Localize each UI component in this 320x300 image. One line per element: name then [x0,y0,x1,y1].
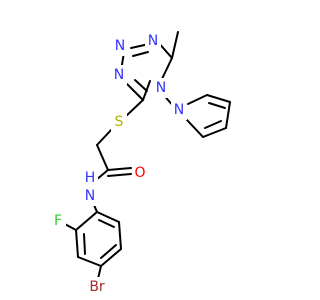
bond [96,211,120,223]
bond [171,31,179,59]
bond [96,128,113,146]
bond [100,248,122,267]
bond [107,173,132,177]
bond [83,233,86,255]
atom-label-n-triazole-1: N [148,33,158,49]
atom-label-n-triazole-3: N [114,67,124,83]
bond [100,244,117,259]
bond [204,120,222,129]
bond [75,211,98,231]
bond [160,57,173,82]
bond [107,167,132,171]
bond [75,229,79,258]
atom-label-n-pyrrole: N [174,102,184,118]
molecule-diagram: N N N N N S O H N F Br [50,31,231,297]
bond [187,94,208,105]
atom-label-n-triazole-2: N [115,38,125,54]
atom-label-f: F [54,213,62,229]
atom-label-n-amide: N [85,188,95,204]
bond [132,51,149,57]
atom-label-s: S [115,114,124,130]
bond [124,99,144,118]
atom-label-n-triazole-4: N [156,80,166,96]
bond [96,144,109,171]
bond [186,119,204,138]
bond [202,127,227,138]
bond [126,83,144,101]
atom-label-layer: N N N N N S O H N F Br [50,31,187,297]
bond [208,102,226,109]
bond [77,256,102,267]
bond [134,79,148,92]
bond [118,221,122,250]
bond [206,94,231,103]
atom-label-br: Br [89,279,105,295]
bond [225,101,231,129]
bond [98,219,115,228]
atom-label-o: O [134,165,145,181]
bond-layer [60,31,231,284]
atom-label-n-amide: H [85,170,96,186]
